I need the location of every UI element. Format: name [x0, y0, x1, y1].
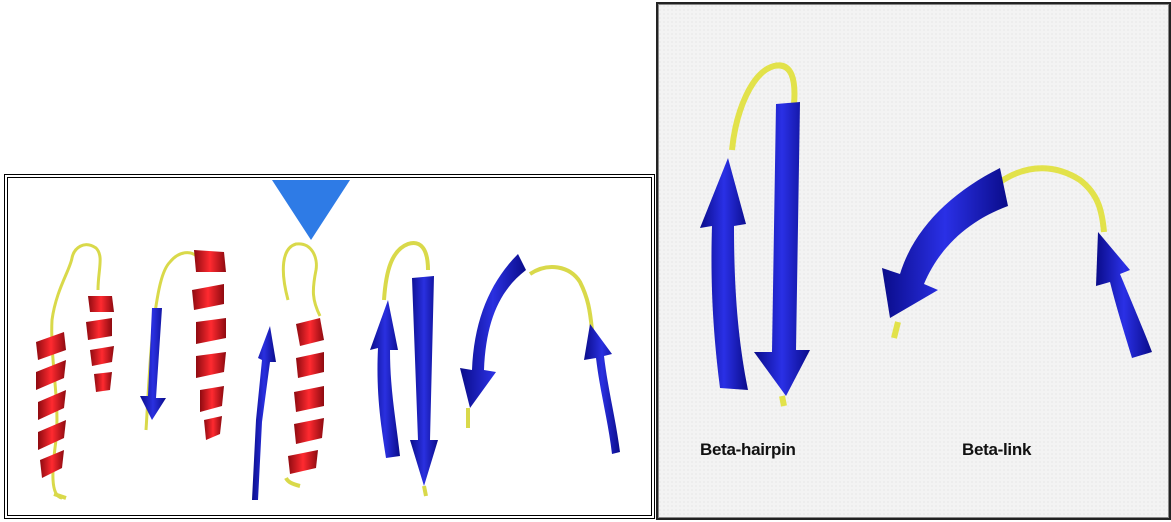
beta-link-label: Beta-link — [962, 440, 1031, 460]
beta-hairpin-label: Beta-hairpin — [700, 440, 796, 460]
beta-link-structure — [882, 168, 1152, 358]
beta-hairpin-structure — [700, 65, 810, 406]
